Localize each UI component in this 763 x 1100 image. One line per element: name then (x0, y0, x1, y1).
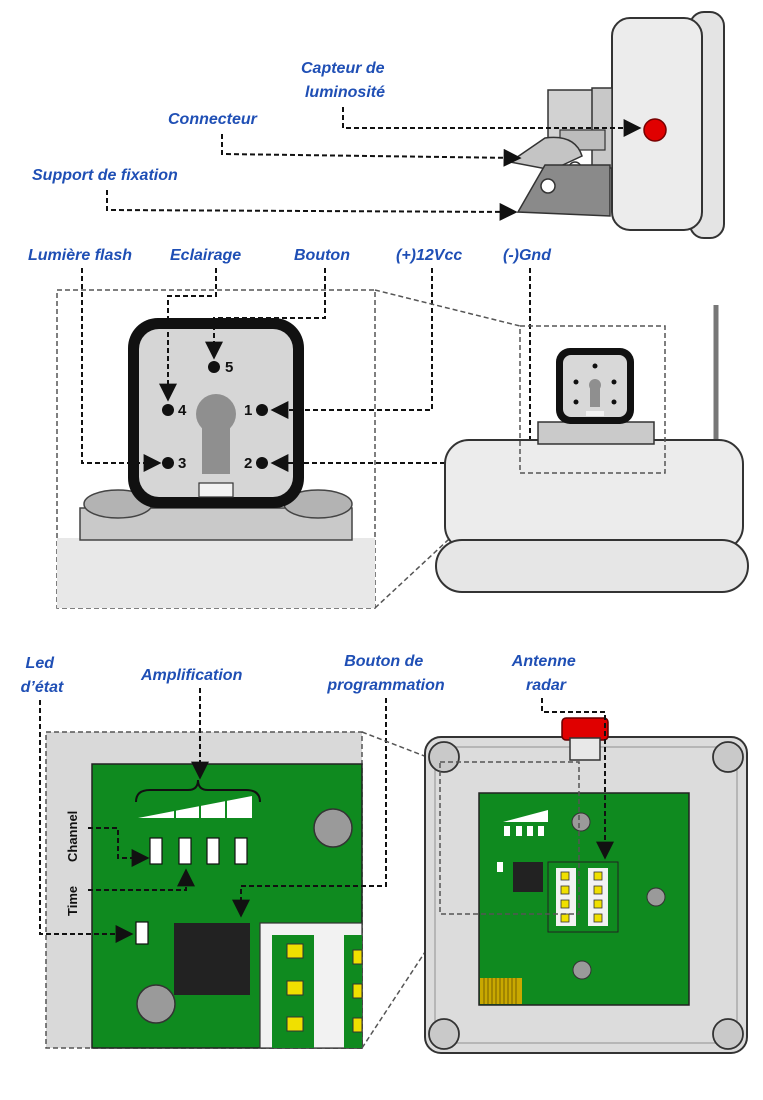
pin-2-label: 2 (244, 455, 252, 472)
connector-base (57, 489, 375, 608)
label-mount: Support de fixation (32, 167, 178, 184)
pin-3-label: 3 (178, 455, 186, 472)
label-amplification: Amplification (140, 667, 243, 684)
pcb-zoomed (91, 763, 363, 1049)
pin-4-label: 4 (178, 402, 187, 419)
label-prog-button: Bouton de programmation (326, 653, 445, 694)
pcb-zoom-line-top (361, 731, 441, 763)
pin-1-label: 1 (244, 402, 252, 419)
amplification-brace (135, 779, 261, 803)
device-top-view (424, 717, 748, 1054)
pin-2-dot (256, 457, 268, 469)
connector-pinout-body (128, 318, 304, 508)
pcb-text-time: Time (65, 886, 80, 916)
channel-leader (88, 827, 150, 867)
zoom-line-top (374, 289, 521, 327)
pin-4-dot (162, 404, 174, 416)
pin-3-dot (162, 457, 174, 469)
prog-button-leader (232, 698, 387, 918)
label-lighting: Eclairage (170, 247, 241, 264)
zoom-frame-small-pcb (439, 761, 580, 915)
light-sensor-dot (643, 118, 667, 142)
status-led (135, 921, 149, 945)
programming-chip (174, 923, 250, 995)
amplification-scale (138, 796, 252, 818)
sensor-leader (342, 107, 642, 137)
pin-5-label: 5 (225, 359, 233, 376)
pin-1-dot (256, 404, 268, 416)
mount-leader (106, 190, 518, 221)
dip-switch-1 (149, 837, 163, 865)
zoom-frame-small (519, 325, 666, 474)
label-button: Bouton (294, 247, 350, 264)
dip-switch-4 (234, 837, 248, 865)
label-led: Led d’état (21, 655, 64, 696)
label-antenna: Antenne radar (511, 653, 580, 694)
pcb-zoom-line-bottom (361, 913, 451, 1049)
label-connector: Connecteur (168, 111, 258, 128)
side-view-section: Capteur de luminosité Connecteur Support… (32, 11, 725, 239)
button-leader (205, 268, 326, 360)
time-leader (88, 868, 195, 891)
label-vcc: (+)12Vcc (396, 247, 462, 264)
pcb-section: Led d’état Amplification Bouton de progr… (21, 653, 748, 1054)
flash-leader (81, 268, 162, 472)
pins: 5 4 1 3 2 (162, 359, 268, 472)
zoom-line-bottom (374, 472, 521, 609)
red-push-button (561, 717, 609, 741)
connector-leader (221, 134, 522, 167)
led-leader (39, 700, 134, 943)
pin-5-dot (208, 361, 220, 373)
mount-bracket (516, 164, 611, 217)
antenna-leader (541, 698, 614, 860)
device-body-small (435, 305, 749, 593)
label-gnd: (-)Gnd (503, 247, 552, 264)
pcb-text-channel: Channel (65, 811, 80, 862)
dip-switch-3 (206, 837, 220, 865)
lighting-leader (159, 268, 217, 402)
dip-switch-2 (178, 837, 192, 865)
label-light-sensor: Capteur de luminosité (301, 60, 389, 101)
label-flash: Lumière flash (28, 247, 132, 264)
pinout-section: Lumière flash Eclairage Bouton (+)12Vcc … (28, 247, 749, 609)
